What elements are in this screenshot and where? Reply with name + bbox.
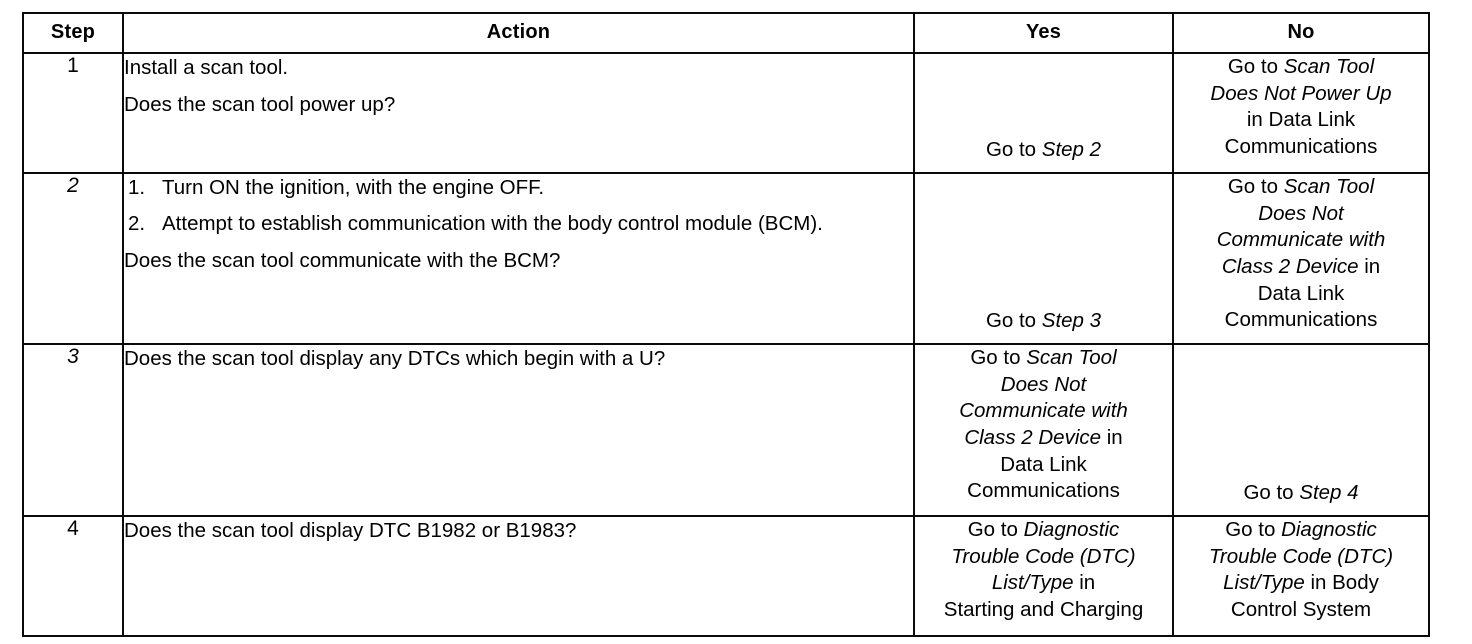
no-line: Trouble Code (DTC) [1174, 544, 1428, 571]
yes-cell: Go to Step 3 [913, 172, 1174, 345]
reference-name: Step 4 [1299, 481, 1359, 505]
action-question-text: Does the scan tool communicate with the … [124, 249, 561, 273]
no-line: in Data Link [1246, 108, 1356, 132]
action-step-item: Turn ON the ignition, with the engine OF… [128, 174, 545, 201]
no-line: Communicate with [1174, 227, 1428, 254]
reference-name: List/Type [991, 571, 1074, 595]
step-number-cell: 1 [22, 52, 124, 174]
action-cell: Turn ON the ignition, with the engine OF… [122, 172, 915, 345]
yes-line: Communications [967, 479, 1120, 503]
yes-line: Starting and Charging [943, 597, 1144, 621]
reference-name: List/Type [1223, 571, 1305, 595]
reference-name: Diagnostic [1281, 518, 1377, 541]
no-line: Go to Step 4 [1243, 481, 1359, 505]
no-line: Communications [1224, 134, 1378, 158]
step-number: 3 [67, 345, 79, 368]
reference-name: Communicate with [1216, 228, 1386, 252]
column-header-action: Action [122, 12, 915, 54]
reference-name: Step 3 [1041, 309, 1102, 333]
column-header-yes: Yes [913, 12, 1174, 54]
column-header-no: No [1172, 12, 1430, 54]
step-number: 2 [67, 174, 79, 197]
no-line: Data Link [1257, 281, 1345, 305]
yes-line: Go to Step 3 [985, 309, 1102, 333]
yes-line: Go to Scan Tool [970, 346, 1117, 369]
action-step-item: Attempt to establish communication with … [128, 210, 823, 237]
yes-line: Communicate with [915, 398, 1172, 425]
no-cell: Go to Step 4 [1172, 343, 1430, 517]
action-lead-text: Does the scan tool display DTC B1982 or … [124, 519, 577, 542]
step-number-cell: 3 [22, 343, 124, 517]
table-row: 1 Install a scan tool. Does the scan tool … [22, 52, 1430, 174]
reference-name: Communicate with [959, 399, 1128, 423]
reference-name: Does Not [1000, 372, 1087, 396]
step-number: 4 [67, 517, 79, 540]
yes-line: Class 2 Device in [964, 425, 1123, 449]
yes-line: Data Link [1000, 452, 1087, 476]
no-line: Does Not Power Up [1174, 81, 1428, 108]
yes-line: Does Not [915, 372, 1172, 399]
column-header-step: Step [22, 12, 124, 54]
reference-name: Scan Tool [1026, 346, 1117, 369]
no-line: Go to Scan Tool [1227, 55, 1375, 78]
reference-name: Scan Tool [1283, 175, 1375, 198]
table-body: 1 Install a scan tool. Does the scan tool … [22, 52, 1430, 637]
no-line: List/Type in Body [1223, 571, 1379, 595]
action-lead-text: Install a scan tool. [124, 56, 289, 79]
yes-line: Go to Diagnostic [967, 518, 1120, 541]
action-step-list: Turn ON the ignition, with the engine OF… [124, 174, 913, 237]
no-line: Go to Scan Tool [1227, 175, 1375, 198]
reference-name: Class 2 Device [1221, 254, 1359, 278]
yes-line: Go to Step 2 [985, 138, 1102, 162]
action-question-text: Does the scan tool power up? [124, 93, 396, 117]
step-number-cell: 4 [22, 515, 124, 637]
no-line: Class 2 Device in [1221, 254, 1381, 278]
table-row: 2 Turn ON the ignition, with the engine O… [22, 172, 1430, 345]
action-lead-text: Does the scan tool display any DTCs whic… [124, 347, 666, 370]
action-cell: Does the scan tool display any DTCs whic… [122, 343, 915, 517]
no-line: Communications [1224, 308, 1378, 332]
diagnostic-table: Step Action Yes No 1 Install a scan tool.… [22, 12, 1430, 637]
reference-name: Class 2 Device [964, 425, 1102, 449]
no-line: Go to Diagnostic [1225, 518, 1377, 541]
yes-line: List/Type in [991, 571, 1096, 595]
yes-line: Trouble Code (DTC) [915, 544, 1172, 571]
reference-name: Scan Tool [1283, 55, 1375, 78]
action-cell: Does the scan tool display DTC B1982 or … [122, 515, 915, 637]
table-header-row: Step Action Yes No [22, 12, 1430, 54]
reference-name: Does Not [1258, 201, 1344, 225]
reference-name: Trouble Code (DTC) [1208, 544, 1394, 568]
step-number-cell: 2 [22, 172, 124, 345]
reference-name: Step 2 [1041, 138, 1102, 162]
reference-name: Trouble Code (DTC) [951, 544, 1136, 568]
table-row: 4 Does the scan tool display DTC B1982 or… [22, 515, 1430, 637]
reference-name: Diagnostic [1023, 518, 1120, 541]
step-number: 1 [67, 54, 79, 77]
action-cell: Install a scan tool. Does the scan tool p… [122, 52, 915, 174]
no-line: Does Not [1174, 201, 1428, 228]
no-line: Control System [1230, 597, 1372, 621]
table-row: 3 Does the scan tool display any DTCs whi… [22, 343, 1430, 517]
reference-name: Does Not Power Up [1210, 81, 1392, 105]
yes-cell: Go to Step 2 [913, 52, 1174, 174]
